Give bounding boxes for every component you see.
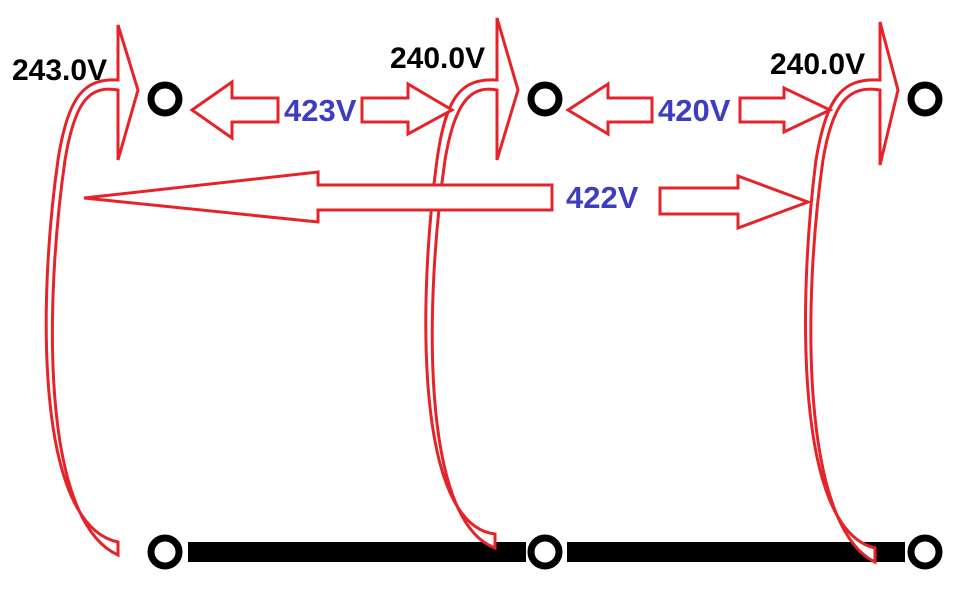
line-arrow-423-left bbox=[189, 79, 280, 141]
line-arrow-420-right bbox=[738, 85, 834, 135]
line-arrow-422-left bbox=[83, 170, 554, 224]
line-arrow-420 bbox=[565, 81, 834, 137]
terminal-bottom-1 bbox=[147, 534, 183, 570]
phase-voltage-label-3: 240.0V bbox=[770, 48, 865, 81]
phase-voltage-label-2: 240.0V bbox=[390, 42, 485, 75]
terminal-top-2 bbox=[527, 81, 563, 117]
line-arrow-422-right bbox=[658, 173, 813, 231]
phase-arrow-1 bbox=[44, 24, 140, 558]
line-arrow-423 bbox=[189, 79, 456, 141]
neutral-bus bbox=[188, 542, 905, 562]
bus-bar-left bbox=[188, 542, 526, 562]
bottom-terminals bbox=[147, 534, 943, 570]
line-voltage-label-423: 423V bbox=[284, 93, 357, 128]
phase-voltage-label-1: 243.0V bbox=[12, 54, 107, 87]
line-arrow-420-left bbox=[565, 81, 654, 137]
line-voltage-label-422: 422V bbox=[566, 180, 639, 215]
line-arrow-423-right bbox=[360, 81, 456, 137]
phase-arrow-2 bbox=[424, 17, 520, 551]
line-voltage-label-420: 420V bbox=[658, 93, 731, 128]
bus-bar-right bbox=[567, 542, 905, 562]
terminal-top-1 bbox=[147, 81, 183, 117]
top-terminals bbox=[147, 81, 943, 117]
terminal-bottom-3 bbox=[907, 534, 943, 570]
terminal-top-3 bbox=[907, 81, 943, 117]
terminal-bottom-2 bbox=[527, 534, 563, 570]
phase-arrow-3 bbox=[804, 21, 900, 565]
line-arrow-422 bbox=[83, 170, 813, 231]
